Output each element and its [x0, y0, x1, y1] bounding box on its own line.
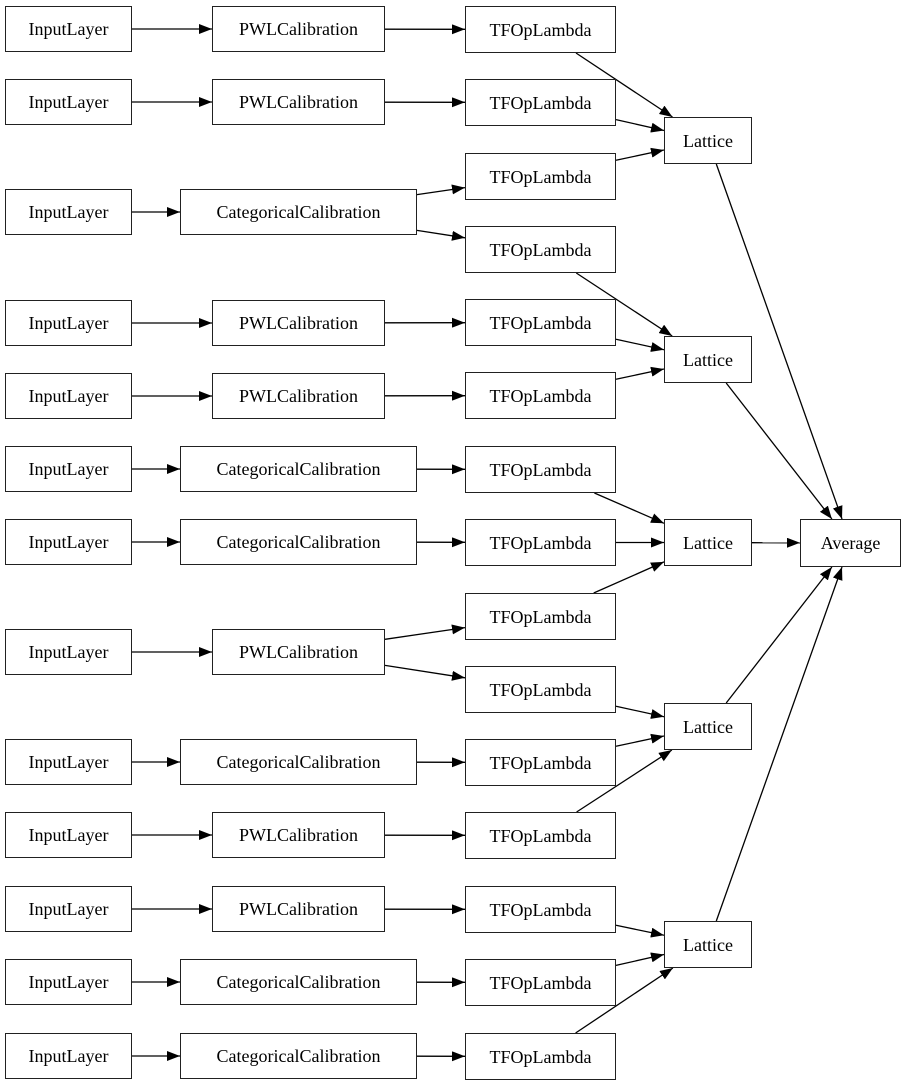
edge-tfop-4-to-lattice-2	[615, 338, 665, 352]
node-tfop-8b: TFOpLambda	[465, 666, 616, 713]
node-pwl-8: PWLCalibration	[212, 629, 385, 675]
node-lattice-1: Lattice	[664, 117, 752, 164]
node-tfop-7: TFOpLambda	[465, 519, 616, 566]
node-pwl-2: PWLCalibration	[212, 79, 385, 125]
node-input-9: InputLayer	[5, 739, 132, 785]
edge-tfop-3b-to-lattice-2	[575, 272, 673, 337]
node-lattice-4: Lattice	[664, 703, 752, 750]
edge-tfop-1-to-lattice-1	[575, 52, 673, 118]
node-cat-13: CategoricalCalibration	[180, 1033, 417, 1079]
node-pwl-1: PWLCalibration	[212, 6, 385, 52]
node-cat-9: CategoricalCalibration	[180, 739, 417, 785]
edge-lattice-5-to-average	[715, 566, 843, 922]
node-cat-7: CategoricalCalibration	[180, 519, 417, 565]
node-tfop-6: TFOpLambda	[465, 446, 616, 493]
node-input-12: InputLayer	[5, 959, 132, 1005]
edge-tfop-12-to-lattice-5	[615, 952, 665, 967]
node-pwl-5: PWLCalibration	[212, 373, 385, 419]
node-tfop-4: TFOpLambda	[465, 299, 616, 346]
node-input-4: InputLayer	[5, 300, 132, 346]
edge-tfop-3a-to-lattice-1	[615, 147, 665, 161]
node-tfop-3b: TFOpLambda	[465, 226, 616, 273]
edge-lattice-1-to-average	[715, 163, 843, 520]
node-tfop-11: TFOpLambda	[465, 886, 616, 933]
node-average: Average	[800, 519, 901, 567]
node-input-11: InputLayer	[5, 886, 132, 932]
node-tfop-9: TFOpLambda	[465, 739, 616, 786]
node-input-5: InputLayer	[5, 373, 132, 419]
node-cat-12: CategoricalCalibration	[180, 959, 417, 1005]
node-input-10: InputLayer	[5, 812, 132, 858]
edge-pwl-8-to-tfop-8a	[384, 624, 466, 640]
edge-tfop-2-to-lattice-1	[615, 118, 665, 133]
node-input-6: InputLayer	[5, 446, 132, 492]
edge-lattice-4-to-average	[725, 566, 833, 704]
node-input-13: InputLayer	[5, 1033, 132, 1079]
node-lattice-3: Lattice	[664, 519, 752, 566]
edge-cat-3-to-tfop-3b	[416, 229, 466, 241]
node-input-7: InputLayer	[5, 519, 132, 565]
node-input-1: InputLayer	[5, 6, 132, 52]
node-tfop-13: TFOpLambda	[465, 1033, 616, 1080]
node-cat-6: CategoricalCalibration	[180, 446, 417, 492]
node-pwl-10: PWLCalibration	[212, 812, 385, 858]
node-lattice-5: Lattice	[664, 921, 752, 968]
node-tfop-5: TFOpLambda	[465, 372, 616, 419]
edge-tfop-13-to-lattice-5	[575, 967, 674, 1034]
node-lattice-2: Lattice	[664, 336, 752, 383]
edge-tfop-5-to-lattice-2	[615, 366, 665, 380]
node-tfop-3a: TFOpLambda	[465, 153, 616, 200]
node-input-2: InputLayer	[5, 79, 132, 125]
edge-tfop-8b-to-lattice-4	[615, 705, 665, 719]
edge-tfop-11-to-lattice-5	[615, 924, 665, 938]
edge-lattice-2-to-average	[725, 382, 833, 520]
edge-tfop-8a-to-lattice-3	[593, 561, 665, 594]
node-tfop-1: TFOpLambda	[465, 6, 616, 53]
edge-tfop-9-to-lattice-4	[615, 733, 665, 747]
edge-pwl-8-to-tfop-8b	[384, 664, 466, 681]
edge-tfop-6-to-lattice-3	[594, 492, 665, 524]
node-cat-3: CategoricalCalibration	[180, 189, 417, 235]
node-tfop-2: TFOpLambda	[465, 79, 616, 126]
node-input-8: InputLayer	[5, 629, 132, 675]
node-input-3: InputLayer	[5, 189, 132, 235]
edge-cat-3-to-tfop-3a	[416, 184, 466, 196]
edge-tfop-10-to-lattice-4	[576, 749, 673, 813]
node-pwl-4: PWLCalibration	[212, 300, 385, 346]
node-tfop-8a: TFOpLambda	[465, 593, 616, 640]
node-tfop-12: TFOpLambda	[465, 959, 616, 1006]
node-tfop-10: TFOpLambda	[465, 812, 616, 859]
node-pwl-11: PWLCalibration	[212, 886, 385, 932]
